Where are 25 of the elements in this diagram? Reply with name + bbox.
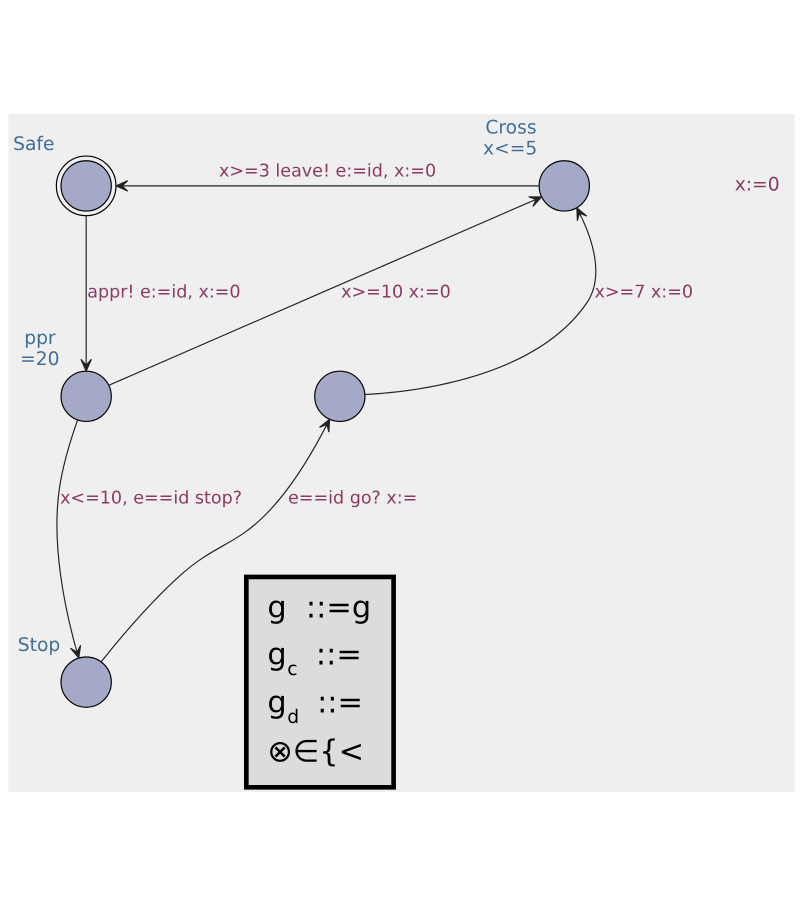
edge-label: x<=10, e==id stop? <box>60 488 242 508</box>
edge-label: e==id go? x:= <box>288 488 418 508</box>
arrow <box>80 216 92 372</box>
arrow <box>116 180 540 192</box>
arrow <box>100 418 330 662</box>
node-label: x<=5 <box>483 138 538 160</box>
node-circle <box>538 160 590 212</box>
edge-label: x>=7 x:=0 <box>594 282 694 303</box>
node-circle <box>60 656 112 708</box>
node-label: Stop <box>18 634 60 656</box>
node-circle <box>56 156 117 216</box>
edge-label: appr! e:=id, x:=0 <box>87 282 241 303</box>
node-circle <box>314 370 366 422</box>
arrow <box>108 196 542 386</box>
label: x:=0 <box>734 174 780 196</box>
arrow <box>364 207 596 396</box>
node-circle <box>60 370 112 422</box>
node-box: g ::=g g$_{c}$ ::= g$_{d}$ ::= ⊗∈{< <box>244 574 396 790</box>
arrow <box>56 420 82 658</box>
edge-label: x>=10 x:=0 <box>341 282 451 303</box>
node-label: =20 <box>20 349 60 370</box>
node-label: Cross <box>485 118 537 139</box>
edge-label: x>=3 leave! e:=id, x:=0 <box>219 162 436 182</box>
node-label: ppr <box>24 328 56 350</box>
node-label: Safe <box>13 134 54 156</box>
